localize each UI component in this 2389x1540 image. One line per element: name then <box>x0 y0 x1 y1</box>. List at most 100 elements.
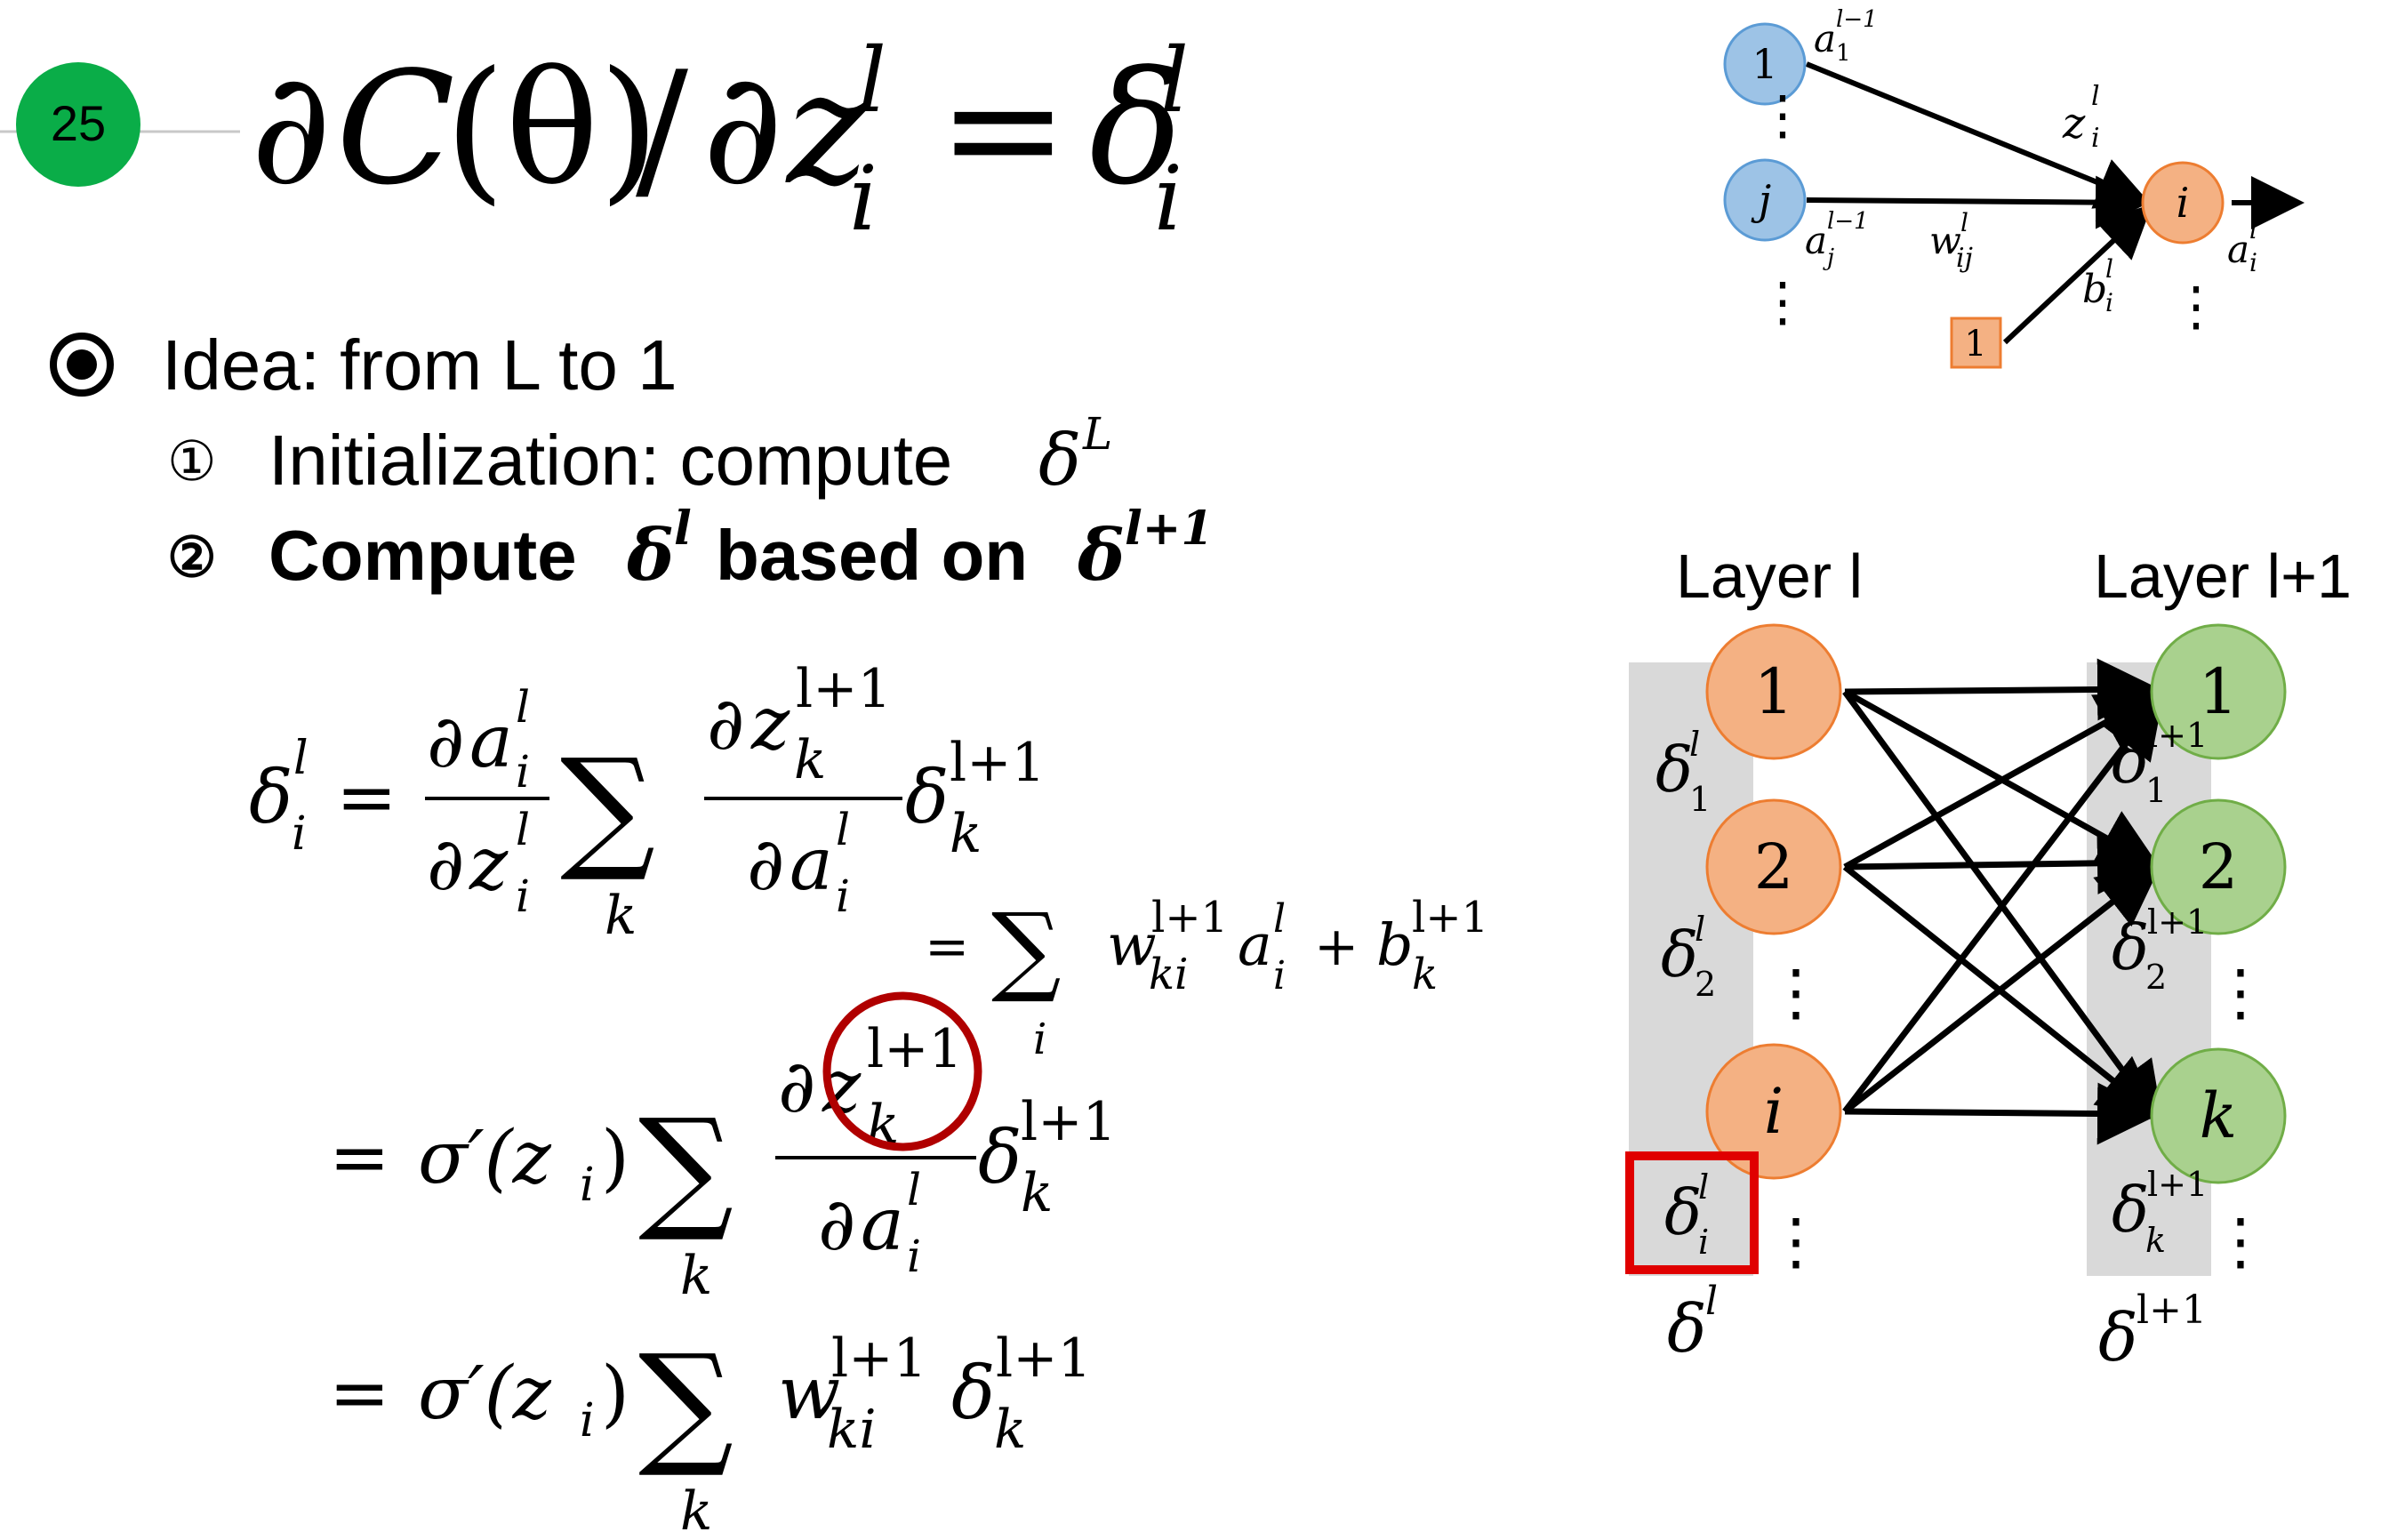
eq1-delta-k: δ <box>905 756 949 840</box>
zdef-a: a <box>1238 912 1272 979</box>
title-partial-2: ∂ <box>702 39 783 220</box>
delta-l1-2: δ <box>2112 911 2149 984</box>
eq2-den-a-sub: i <box>907 1231 921 1282</box>
eq2-den-a-sup: l <box>907 1164 921 1215</box>
eq2-close: ) <box>601 1116 629 1200</box>
label-b-sub: i <box>2105 288 2113 317</box>
title-slash: / <box>636 39 688 220</box>
delta-l1-vector-sup: l+1 <box>2136 1287 2207 1333</box>
layer-l1-dots: ⋮ <box>2209 956 2272 1029</box>
title-theta: (θ) <box>445 39 660 220</box>
bullet-step-2: ② Compute δ l based on δ l+1 <box>167 501 1214 597</box>
step2-sup-b: l+1 <box>1125 501 1214 556</box>
bullet-main: Idea: from L to 1 <box>50 325 677 405</box>
title-partial: ∂ <box>251 39 332 220</box>
title-delta-sub: i <box>1154 147 1182 251</box>
eq1-num-a-sub: i <box>516 746 530 798</box>
delta-l-2-sup: l <box>1695 910 1705 949</box>
label-w: w <box>1929 219 1961 262</box>
layer-l-dots: ⋮ <box>1765 956 1827 1029</box>
dots-3: ⋮ <box>2169 276 2223 338</box>
label-b: b <box>2082 267 2107 312</box>
dots-1: ⋮ <box>1756 84 1809 147</box>
delta-l-1-sub: 1 <box>1689 780 1711 819</box>
layer-l1-dots-2: ⋮ <box>2209 1205 2272 1278</box>
edge-1-to-i <box>1805 61 2152 209</box>
eq1-den2-a-sup: l <box>836 804 850 855</box>
eq2-delta-k-sup: l+1 <box>1021 1091 1117 1153</box>
slide-number: 25 <box>51 95 106 151</box>
label-w-sub: ij <box>1956 243 1973 274</box>
delta-l1-1-sub: 1 <box>2145 771 2167 810</box>
zdef-sum: ∑ <box>991 892 1062 1006</box>
layer-l1-node-2 <box>2150 798 2287 935</box>
edge-i-k <box>1844 1082 2160 1145</box>
layer-l-label: Layer l <box>1676 541 1863 611</box>
title-z: z <box>785 39 870 220</box>
eq2-den-a: a <box>861 1183 904 1267</box>
layer-l-node-i <box>1705 1043 1842 1180</box>
zdef-a-sub: i <box>1273 953 1286 999</box>
eq2-equals: = <box>329 1116 390 1200</box>
label-z: z <box>2062 99 2086 148</box>
title-z-sup: l <box>858 28 886 132</box>
layer-l-node-2-label: 2 <box>1754 830 1794 903</box>
zdef-plus: + <box>1314 916 1359 978</box>
neuron-i-label: i <box>2177 179 2190 227</box>
delta-l1-k-sup: l+1 <box>2147 1165 2208 1204</box>
delta-i-highlight <box>1625 1151 1759 1274</box>
equation-3: = σ′(z i ) ∑ k w l+1 ki δ l+1 k <box>329 1327 1092 1540</box>
bias-node-label: 1 <box>1964 324 1986 365</box>
label-b-sup: l <box>2105 254 2113 284</box>
title-delta: δ <box>1089 39 1182 220</box>
bullet-step-1: ① Initialization: compute δ L <box>167 408 1112 501</box>
layer-l-node-1-label: 1 <box>1754 655 1794 728</box>
delta-l-2-sub: 2 <box>1695 965 1716 1004</box>
eq2-num-partial: ∂ <box>778 1045 815 1129</box>
label-z-sup: l <box>2091 81 2100 112</box>
dots-2: ⋮ <box>1756 271 1809 333</box>
edge-j-to-i <box>1806 175 2149 229</box>
eq1-delta: δ <box>249 756 293 840</box>
eq1-den-z-sub: i <box>516 870 530 922</box>
layer-l-node-2 <box>1705 798 1842 935</box>
eq3-delta-k-sub: k <box>994 1399 1026 1461</box>
eq3-w-sup: l+1 <box>831 1327 927 1390</box>
zdef-b-sub: k <box>1412 950 1438 999</box>
delta-l1-vector: δ <box>2098 1300 2138 1376</box>
zdef-a-sup: l <box>1273 896 1286 942</box>
eq1-num-a-sup: l <box>516 681 530 733</box>
layer-diagram: Layer l Layer l+1 1 2 i 1 2 k ⋮ <box>1625 541 2352 1376</box>
layer-l1-node-k-label: k <box>2200 1079 2237 1152</box>
eq1-den2-partial: ∂ <box>747 822 784 907</box>
zdef-equals: = <box>925 916 969 978</box>
layer-l-node-1 <box>1705 623 1842 760</box>
edge-2-1 <box>1843 692 2161 870</box>
eq3-equals: = <box>329 1352 390 1436</box>
eq2-delta-k: δ <box>978 1116 1022 1200</box>
eq2-den-partial: ∂ <box>818 1183 855 1267</box>
edge-bias-to-i <box>2002 204 2153 345</box>
eq1-den2-a-sub: i <box>836 870 850 922</box>
zdef-b-sup: l+1 <box>1412 893 1488 942</box>
eq3-w-sub: ki <box>827 1399 877 1461</box>
zdef-b: b <box>1376 912 1414 979</box>
eq3-sigma-prime: σ′(z <box>418 1352 552 1436</box>
eq1-sum: ∑ <box>560 731 655 886</box>
delta-l-1: δ <box>1655 734 1693 806</box>
delta-l-i-sub: i <box>1698 1223 1709 1262</box>
eq1-num-a: a <box>469 700 513 784</box>
zdef-w: w <box>1107 912 1157 979</box>
eq1-den-partial: ∂ <box>427 822 464 907</box>
step1-marker: ① <box>167 429 217 493</box>
layer-l1-node-k <box>2150 1047 2287 1184</box>
eq3-sum: ∑ <box>638 1327 734 1481</box>
eq2-delta-k-sub: k <box>1021 1162 1053 1224</box>
eq1-num2-partial: ∂ <box>707 682 744 766</box>
connections <box>1842 658 2164 1145</box>
delta-l-i: δ <box>1664 1176 1702 1249</box>
eq1-den-z: z <box>469 822 509 907</box>
step1-delta: δ <box>1038 419 1081 501</box>
equation-2: = σ′(z i ) ∑ k ∂ z l+1 k ∂ a l i δ l+1 k <box>329 991 1117 1307</box>
eq1-delta-sup: l <box>293 732 309 785</box>
